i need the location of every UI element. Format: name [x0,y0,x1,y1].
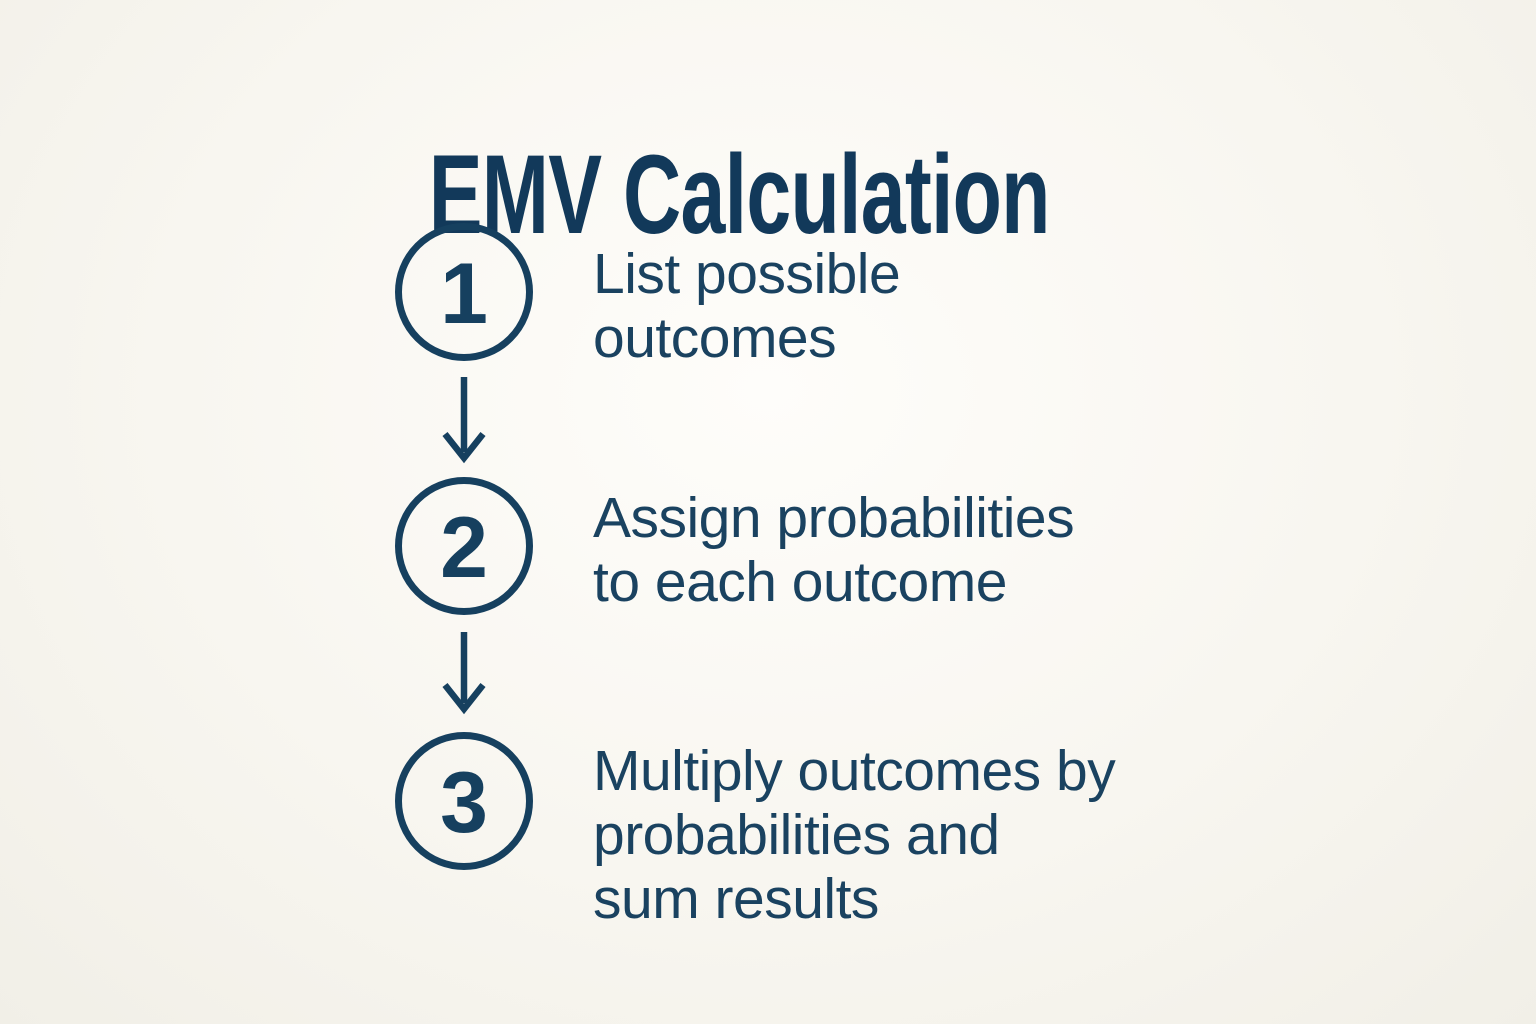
step-1-label: List possible outcomes [593,242,901,370]
step-3-label: Multiply outcomes by probabilities and s… [593,739,1116,931]
step-3-label-line-3: sum results [593,867,879,931]
step-3-number: 3 [440,755,488,851]
step-3-label-line-1: Multiply outcomes by [593,739,1116,803]
arrow-down-icon [441,376,487,464]
step-1-number: 1 [440,246,488,342]
step-3-label-line-2: probabilities and [593,803,1000,867]
step-2-number: 2 [440,500,488,596]
step-1-label-line-1: List possible [593,242,901,306]
arrow-down-icon [441,631,487,715]
step-1-label-line-2: outcomes [593,306,837,370]
step-2-label-line-2: to each outcome [593,550,1007,614]
step-3-circle: 3 [395,732,533,870]
step-2-circle: 2 [395,477,533,615]
step-2-label-line-1: Assign probabilities [593,486,1075,550]
step-2-label: Assign probabilities to each outcome [593,486,1075,614]
page-title-text: EMV Calculation [428,132,1051,258]
step-1-circle: 1 [395,223,533,361]
page-title: EMV Calculation [0,139,1536,251]
